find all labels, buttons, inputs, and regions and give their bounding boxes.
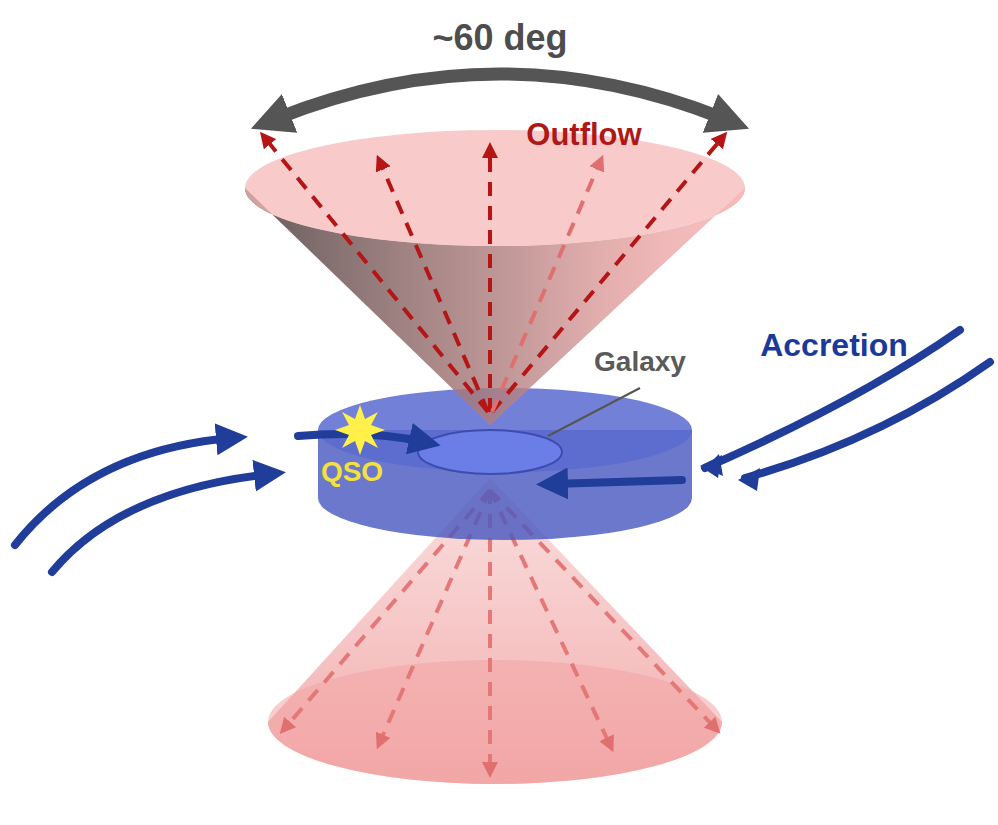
upper-cone (245, 130, 745, 425)
qso-label: QSO (321, 458, 383, 486)
angle-arc (278, 74, 722, 118)
outflow-label: Outflow (526, 119, 641, 150)
leader-line (548, 388, 640, 436)
qso-star (335, 405, 385, 455)
accretion-label: Accretion (760, 329, 908, 361)
accretion-streams (15, 330, 990, 572)
angle-label: ~60 deg (432, 20, 567, 56)
galaxy-label: Galaxy (594, 348, 686, 376)
